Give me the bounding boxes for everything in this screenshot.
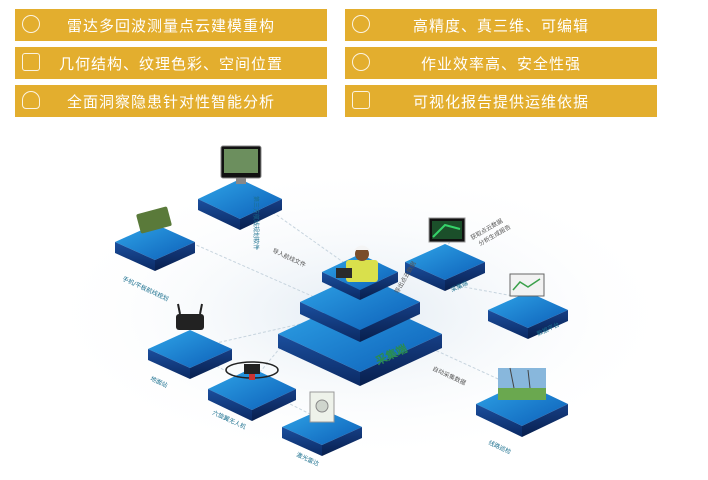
geometry-icon bbox=[22, 53, 40, 71]
feature-banner-2: 几何结构、纹理色彩、空间位置 bbox=[15, 47, 327, 79]
laptop-icon bbox=[509, 273, 545, 297]
rocket-icon bbox=[352, 53, 370, 71]
ground-station-node bbox=[148, 303, 232, 379]
line-scan-node bbox=[476, 367, 568, 437]
workflow-diagram: 采集端 第三方航线规划软件 手机/平板航线规划 采集端 获取点云数据 分析生成报… bbox=[40, 145, 680, 468]
feature-text: 作业效率高、安全性强 bbox=[420, 54, 581, 73]
feature-text: 可视化报告提供运维依据 bbox=[412, 92, 589, 111]
feature-text: 几何结构、纹理色彩、空间位置 bbox=[58, 54, 283, 73]
drone-node bbox=[208, 361, 296, 421]
feature-banner-6: 可视化报告提供运维依据 bbox=[345, 85, 657, 117]
feature-banner-1: 雷达多回波测量点云建模重构 bbox=[15, 9, 327, 41]
feature-banner-4: 高精度、真三维、可编辑 bbox=[345, 9, 657, 41]
radar-icon bbox=[22, 15, 40, 33]
feature-text: 雷达多回波测量点云建模重构 bbox=[66, 16, 275, 35]
feature-text: 全面洞察隐患针对性智能分析 bbox=[66, 92, 275, 111]
handheld-node bbox=[115, 206, 195, 271]
drone-icon bbox=[225, 361, 279, 380]
laser-radar-node bbox=[282, 391, 362, 456]
planning-software-node bbox=[198, 145, 282, 230]
target-icon bbox=[352, 15, 370, 33]
radar-device-icon bbox=[309, 391, 335, 423]
feature-banner-3: 全面洞察隐患针对性智能分析 bbox=[15, 85, 327, 117]
data-platform-node bbox=[488, 273, 568, 339]
feature-banner-5: 作业效率高、安全性强 bbox=[345, 47, 657, 79]
planning-software-label: 第三方航线规划软件 bbox=[252, 196, 260, 250]
worker-figure bbox=[336, 245, 378, 282]
tablet-icon bbox=[136, 206, 172, 234]
feature-text: 高精度、真三维、可编辑 bbox=[412, 16, 589, 35]
controller-icon bbox=[176, 314, 204, 330]
hand-icon bbox=[22, 91, 40, 109]
workstation-node bbox=[405, 217, 485, 291]
report-icon bbox=[352, 91, 370, 109]
